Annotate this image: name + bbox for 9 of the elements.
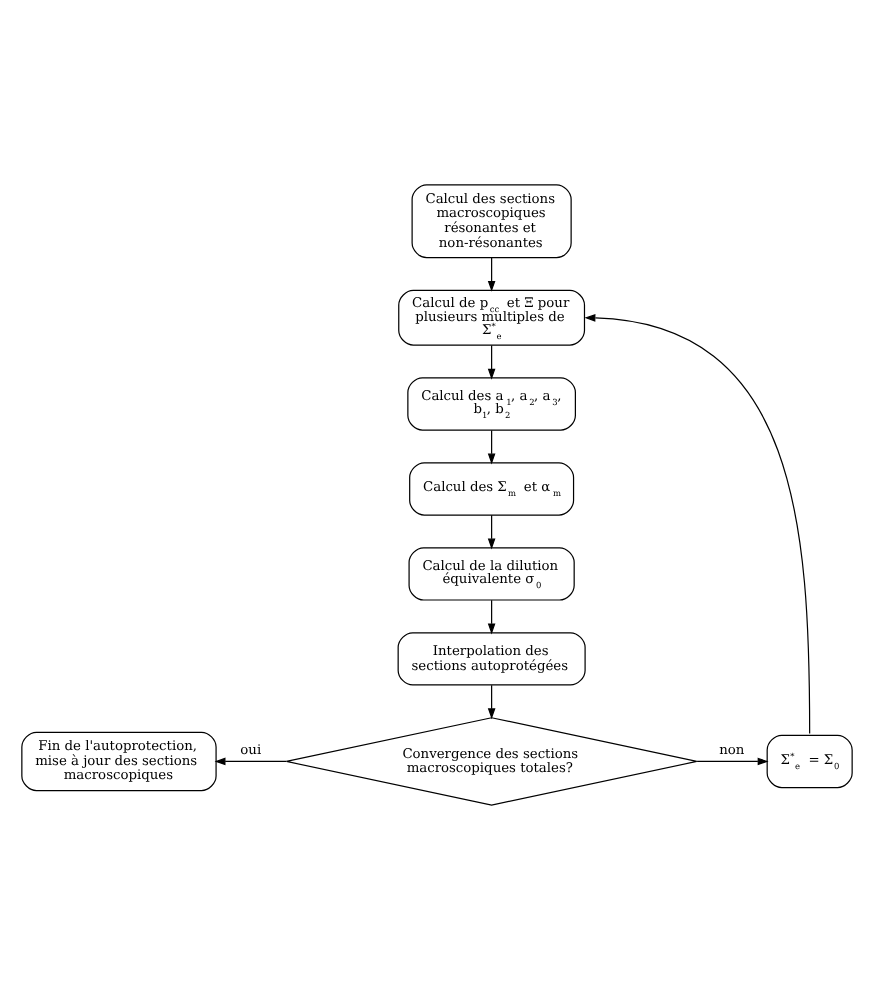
- arrow: [584, 314, 811, 735]
- arrow: [696, 757, 769, 766]
- arrow: [487, 257, 496, 292]
- arrow: [487, 514, 496, 550]
- arrow: [487, 429, 496, 465]
- arrow: [214, 757, 287, 766]
- arrow: [487, 344, 496, 380]
- arrow: [487, 599, 496, 635]
- arrow: [487, 684, 496, 720]
